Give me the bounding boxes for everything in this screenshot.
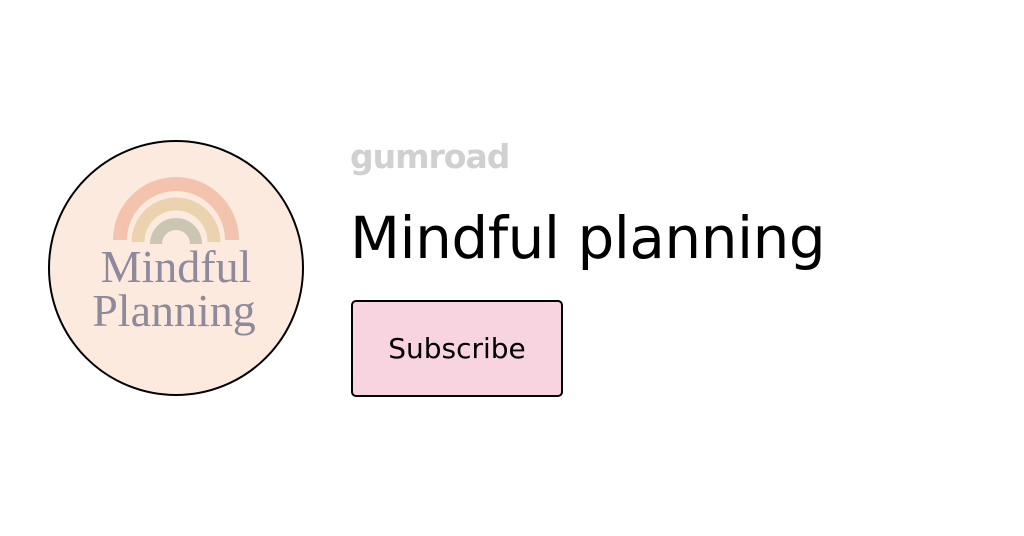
- page-title: Mindful planning: [350, 204, 826, 272]
- avatar: Mindful Planning: [48, 140, 304, 396]
- mindful-planning-logo-icon: Mindful Planning: [92, 177, 256, 336]
- gumroad-logo[interactable]: gumroad: [350, 137, 510, 176]
- subscribe-button[interactable]: Subscribe: [351, 300, 563, 397]
- avatar-line2: Planning: [92, 285, 256, 336]
- avatar-line1: Mindful: [101, 241, 252, 292]
